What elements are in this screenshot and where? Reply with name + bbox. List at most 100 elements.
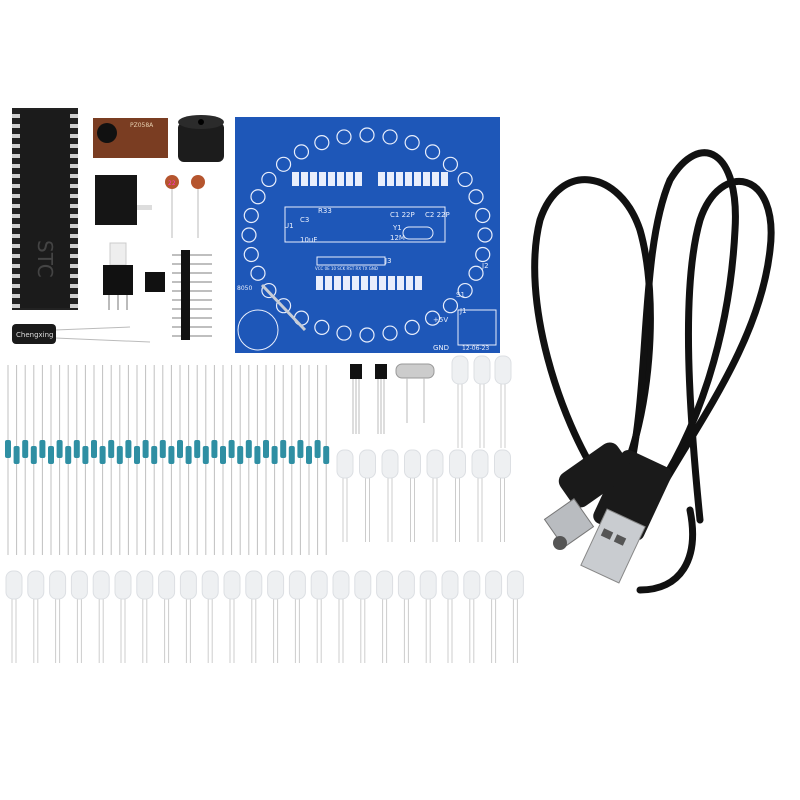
resistor-footprint bbox=[319, 172, 326, 186]
resistor-footprint bbox=[346, 172, 353, 186]
resistor-body bbox=[134, 446, 140, 464]
led bbox=[404, 449, 421, 479]
label-j2: J2 bbox=[481, 262, 489, 270]
push-switch bbox=[103, 242, 133, 310]
resistor-body bbox=[168, 446, 175, 464]
resistor-footprint bbox=[387, 172, 394, 186]
led bbox=[397, 570, 415, 600]
led bbox=[27, 570, 45, 600]
resistor-footprint bbox=[414, 172, 421, 186]
led-footprint bbox=[336, 129, 352, 145]
led bbox=[494, 449, 511, 479]
led bbox=[136, 570, 154, 600]
led-footprint bbox=[243, 246, 259, 263]
resistor-body bbox=[306, 446, 312, 464]
led-footprint bbox=[442, 156, 459, 172]
resistor-footprint bbox=[405, 172, 412, 186]
led bbox=[359, 449, 376, 479]
resistor-footprint bbox=[301, 172, 308, 186]
led bbox=[485, 570, 503, 600]
label-j1: J1 bbox=[459, 307, 467, 315]
resistors bbox=[5, 365, 330, 555]
resistor-body bbox=[30, 446, 37, 464]
led bbox=[463, 570, 481, 600]
ceramic-capacitors: 22 bbox=[165, 175, 205, 238]
led-footprint bbox=[250, 265, 266, 281]
led bbox=[70, 570, 88, 600]
resistor-footprint bbox=[397, 276, 404, 290]
resistor-body bbox=[73, 440, 80, 458]
led-footprint bbox=[424, 310, 441, 326]
label-u1: U1 bbox=[284, 222, 294, 230]
led-footprint bbox=[314, 135, 330, 151]
label-y1: Y1 bbox=[392, 224, 402, 232]
pin-header bbox=[172, 250, 212, 340]
led bbox=[336, 449, 354, 479]
usb-cable bbox=[531, 149, 775, 594]
led bbox=[288, 570, 306, 600]
led bbox=[5, 570, 23, 600]
label-c2: C2 22P bbox=[425, 211, 450, 219]
led bbox=[354, 570, 372, 600]
crystal bbox=[395, 363, 435, 423]
resistor-body bbox=[271, 446, 278, 464]
led-footprint bbox=[477, 227, 493, 243]
resistor-footprint bbox=[432, 172, 439, 186]
led-footprint bbox=[293, 144, 310, 160]
led-footprint bbox=[275, 156, 292, 172]
resistor-footprint bbox=[370, 276, 377, 290]
led-footprint bbox=[314, 319, 330, 335]
label-c1: C1 22P bbox=[390, 211, 415, 219]
resistor-body bbox=[142, 440, 149, 458]
led-footprint bbox=[250, 189, 266, 205]
led bbox=[506, 570, 524, 600]
resistor-body bbox=[211, 440, 218, 458]
label-c3: C3 bbox=[300, 216, 309, 224]
led-footprint bbox=[468, 265, 484, 281]
resistor-body bbox=[202, 446, 209, 464]
led bbox=[310, 570, 328, 600]
resistor-body bbox=[22, 440, 29, 458]
capacitor-marking: Chengxing bbox=[16, 331, 53, 339]
resistor-body bbox=[185, 446, 192, 464]
resistor-body bbox=[48, 446, 54, 464]
resistor-body bbox=[194, 440, 201, 458]
label-gnd: GND bbox=[433, 344, 449, 352]
resistor-footprint bbox=[406, 276, 413, 290]
led-footprint bbox=[275, 298, 292, 314]
electrolytic-capacitor: Chengxing bbox=[12, 324, 151, 344]
label-12m: 12M bbox=[390, 234, 405, 242]
led bbox=[451, 355, 469, 385]
led bbox=[201, 570, 219, 600]
resistor-footprint bbox=[415, 276, 422, 290]
resistor-body bbox=[228, 440, 235, 458]
resistor-body bbox=[125, 440, 132, 458]
resistor-footprint bbox=[361, 276, 368, 290]
led-footprint bbox=[404, 319, 420, 335]
led-footprint bbox=[336, 325, 352, 341]
led-footprint bbox=[468, 189, 484, 205]
resistor-body bbox=[245, 440, 252, 458]
led bbox=[441, 570, 459, 600]
resistor-footprint bbox=[334, 276, 341, 290]
label-r33: R33 bbox=[318, 207, 332, 215]
led bbox=[381, 449, 399, 479]
label-date: 12-06-23 bbox=[462, 345, 489, 352]
microcontroller-chip: STC bbox=[12, 108, 78, 310]
resistor-body bbox=[5, 440, 11, 458]
jumper-cap bbox=[145, 272, 165, 292]
led bbox=[449, 449, 466, 479]
resistor-body bbox=[151, 446, 158, 464]
resistor-body bbox=[65, 446, 72, 464]
resistor-body bbox=[263, 440, 269, 458]
resistor-footprint bbox=[292, 172, 299, 186]
module-marking: PZ058A bbox=[130, 122, 154, 129]
resistor-body bbox=[288, 446, 295, 464]
resistor-footprint bbox=[423, 172, 430, 186]
resistor-body bbox=[297, 440, 304, 458]
leds bbox=[5, 355, 524, 663]
led bbox=[376, 570, 394, 600]
resistor-body bbox=[91, 440, 97, 458]
pcb-board: U1 R33 C3 10uF C1 22P C2 22P Y1 12M J3 V… bbox=[235, 117, 500, 353]
